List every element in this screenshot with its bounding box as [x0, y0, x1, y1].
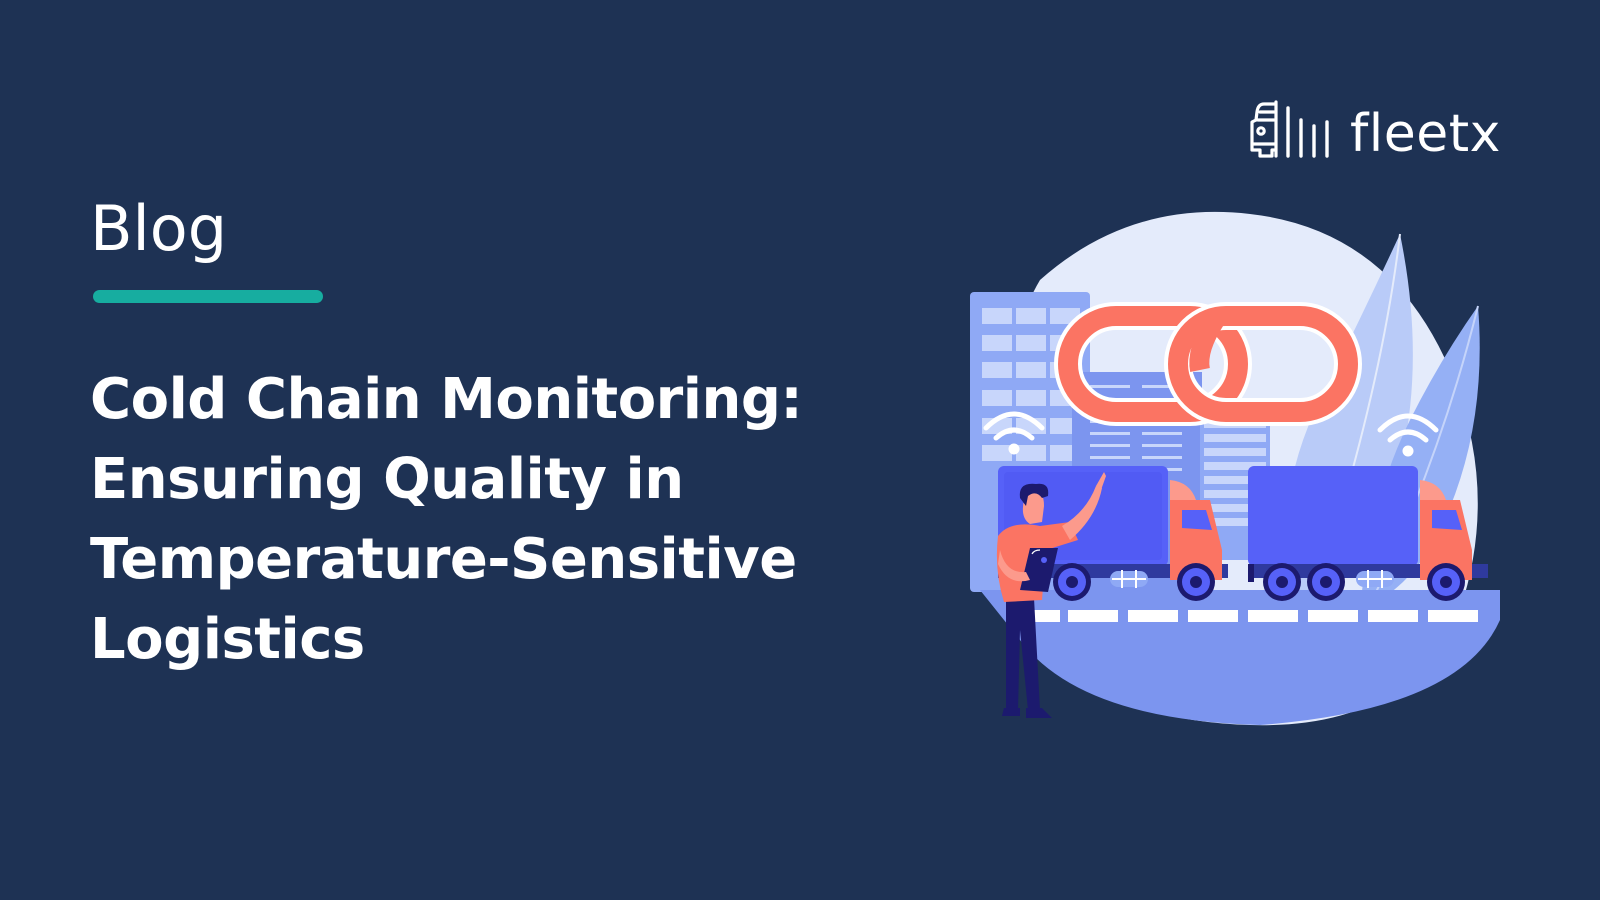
person-with-tablet [996, 472, 1106, 718]
cold-chain-illustration [970, 211, 1500, 726]
road [980, 590, 1500, 725]
fleetx-logo[interactable]: fleetx [1248, 100, 1501, 164]
truck-signal-icon [1250, 100, 1329, 158]
headline: Cold Chain Monitoring: Ensuring Quality … [90, 360, 890, 680]
wifi-icon [1377, 413, 1439, 457]
headline-line-2: Ensuring Quality in [90, 447, 684, 512]
road-markings [1030, 610, 1478, 622]
category-underline [93, 290, 323, 303]
chain-link-icon [1054, 302, 1362, 426]
truck-2 [1248, 466, 1488, 601]
headline-line-1: Cold Chain Monitoring: [90, 367, 803, 432]
category-label: Blog [90, 192, 228, 265]
brand-name: fleetx [1350, 104, 1501, 164]
headline-line-4: Logistics [90, 607, 365, 672]
headline-line-3: Temperature-Sensitive [90, 527, 797, 592]
wifi-icon [983, 411, 1045, 455]
